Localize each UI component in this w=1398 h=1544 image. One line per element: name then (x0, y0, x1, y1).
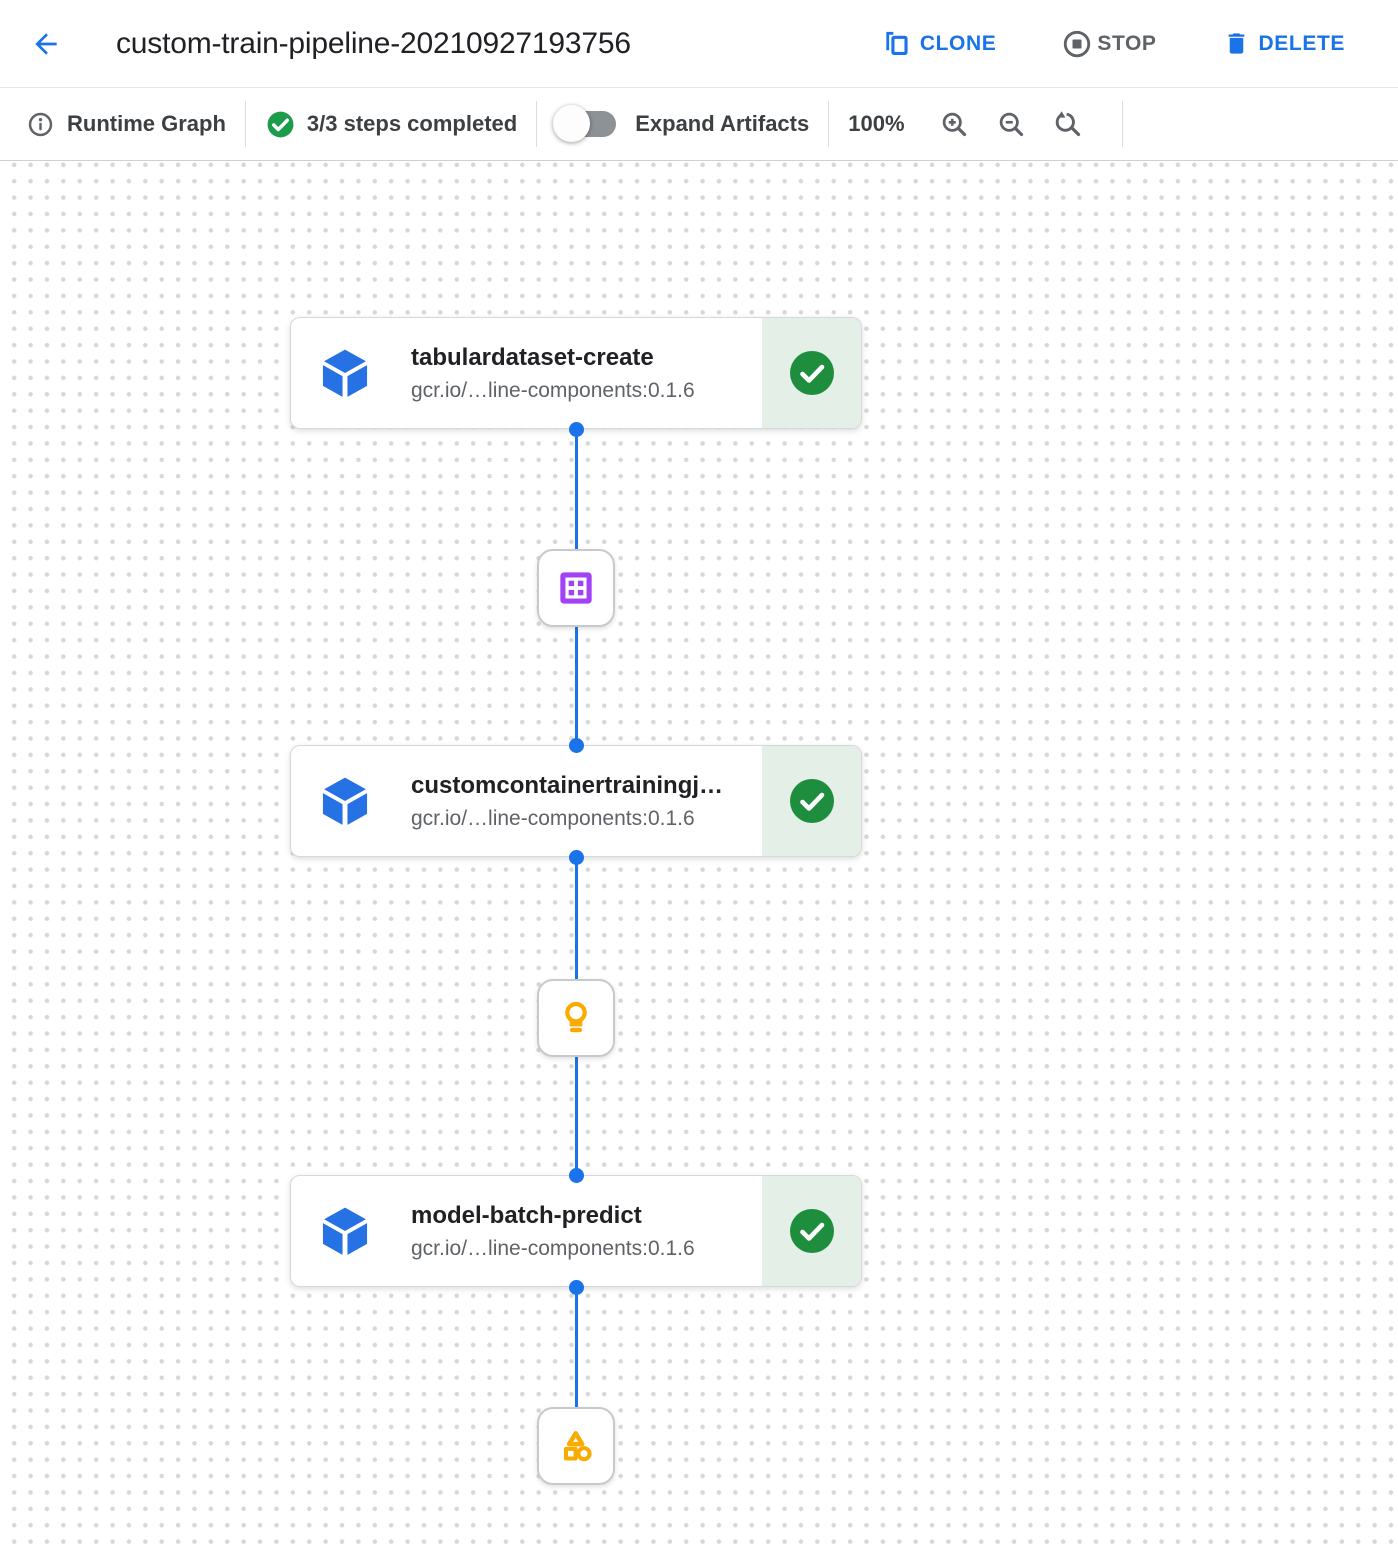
steps-completed-label: 3/3 steps completed (306, 111, 518, 136)
clone-icon (884, 30, 911, 57)
graph-toolbar: Runtime Graph 3/3 steps completed Expand… (0, 88, 1398, 161)
dataset-icon (556, 568, 596, 608)
status-badge (762, 746, 861, 856)
pipeline-step-icon (318, 346, 372, 400)
page-title: custom-train-pipeline-20210927193756 (116, 26, 631, 60)
stop-button[interactable]: STOP (1062, 29, 1156, 59)
model-icon (556, 998, 596, 1038)
info-icon[interactable] (27, 111, 54, 138)
success-check-icon (789, 350, 835, 396)
zoom-in-button[interactable] (939, 109, 969, 139)
node-title: tabulardataset-create (411, 343, 654, 371)
edge (575, 627, 578, 745)
stop-label: STOP (1097, 31, 1157, 55)
shapes-icon (556, 1426, 596, 1466)
header: custom-train-pipeline-20210927193756 CLO… (0, 0, 1398, 88)
node-text: model-batch-predict gcr.io/…line-compone… (411, 1202, 762, 1261)
node-subtitle: gcr.io/…line-components:0.1.6 (411, 378, 695, 402)
pipeline-node-tabulardataset-create[interactable]: tabulardataset-create gcr.io/…line-compo… (290, 317, 862, 429)
success-check-icon (789, 1208, 835, 1254)
pipeline-node-customcontainertrainingjob[interactable]: customcontainertrainingj… gcr.io/…line-c… (290, 745, 862, 857)
pipeline-step-icon (318, 774, 372, 828)
success-check-icon (789, 778, 835, 824)
graph-canvas[interactable]: tabulardataset-create gcr.io/…line-compo… (0, 161, 1398, 1544)
output-port (569, 422, 584, 437)
node-subtitle: gcr.io/…line-components:0.1.6 (411, 806, 695, 830)
output-port (569, 850, 584, 865)
zoom-reset-icon (1053, 109, 1083, 139)
node-title: customcontainertrainingj… (411, 771, 724, 799)
node-text: customcontainertrainingj… gcr.io/…line-c… (411, 772, 762, 831)
zoom-out-button[interactable] (996, 109, 1026, 139)
steps-check-icon (265, 109, 296, 140)
clone-button[interactable]: CLONE (884, 30, 997, 57)
zoom-level: 100% (848, 111, 905, 136)
back-button[interactable] (26, 24, 66, 64)
input-port (569, 738, 584, 753)
clone-label: CLONE (919, 31, 997, 55)
toolbar-divider (1121, 101, 1123, 147)
node-text: tabulardataset-create gcr.io/…line-compo… (411, 344, 762, 403)
artifact-node-dataset[interactable] (537, 549, 615, 627)
output-port (569, 1280, 584, 1295)
edge (575, 857, 578, 979)
artifact-node-model[interactable] (537, 979, 615, 1057)
artifact-node-batch-prediction[interactable] (537, 1407, 615, 1485)
pipeline-step-icon (318, 1204, 372, 1258)
toolbar-divider (828, 101, 830, 147)
edge (575, 1287, 578, 1407)
edge (575, 429, 578, 549)
toolbar-divider (244, 101, 246, 147)
zoom-reset-button[interactable] (1053, 109, 1083, 139)
zoom-out-icon (996, 109, 1026, 139)
expand-artifacts-toggle[interactable] (553, 105, 617, 142)
edge (575, 1057, 578, 1175)
stop-icon (1062, 29, 1092, 59)
input-port (569, 1168, 584, 1183)
delete-button[interactable]: DELETE (1223, 30, 1345, 57)
runtime-graph-label: Runtime Graph (67, 111, 226, 136)
status-badge (762, 318, 861, 428)
delete-label: DELETE (1258, 31, 1345, 55)
node-subtitle: gcr.io/…line-components:0.1.6 (411, 1236, 695, 1260)
node-title: model-batch-predict (411, 1201, 642, 1229)
status-badge (762, 1176, 861, 1286)
toggle-knob (553, 105, 591, 142)
pipeline-node-model-batch-predict[interactable]: model-batch-predict gcr.io/…line-compone… (290, 1175, 862, 1287)
toolbar-divider (536, 101, 538, 147)
zoom-in-icon (939, 109, 969, 139)
header-actions: CLONE STOP DELETE (884, 29, 1345, 59)
trash-icon (1223, 30, 1250, 57)
back-arrow-icon (30, 28, 62, 60)
expand-artifacts-label: Expand Artifacts (635, 111, 810, 136)
